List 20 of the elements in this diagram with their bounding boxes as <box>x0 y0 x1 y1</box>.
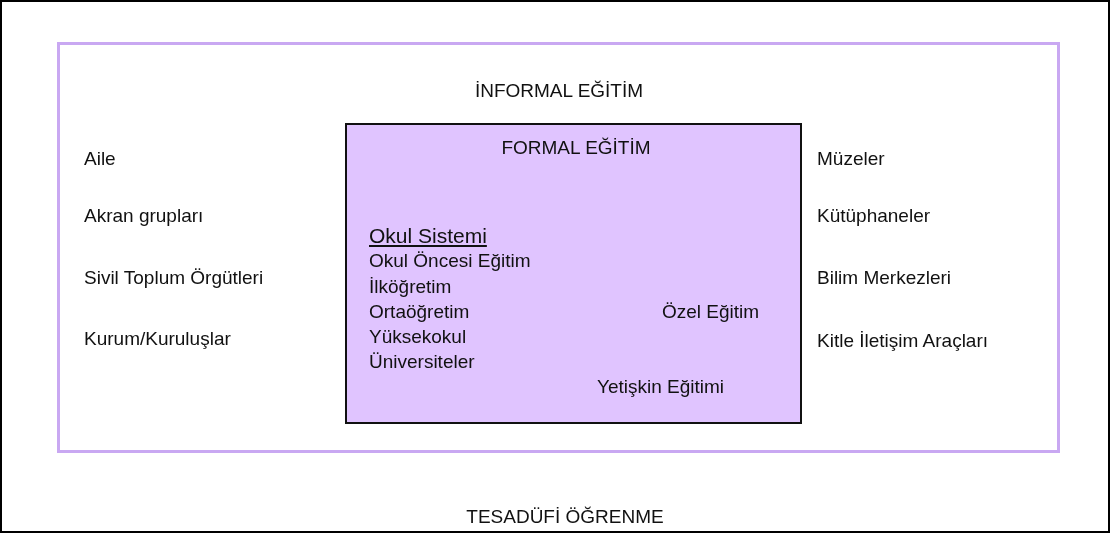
list-item: Müzeler <box>817 148 885 170</box>
list-item: Üniversiteler <box>369 351 475 373</box>
list-item: İlköğretim <box>369 276 452 298</box>
box-title: İNFORMAL EĞİTİM <box>474 80 644 102</box>
list-item: Bilim Merkezleri <box>817 267 952 289</box>
frame-title: TESADÜFİ ÖĞRENME <box>466 506 664 528</box>
list-item: Kurum/Kuruluşlar <box>84 328 231 350</box>
list-item: Okul Öncesi Eğitim <box>369 250 531 272</box>
formal-box <box>345 123 802 424</box>
list-item: Sivil Toplum Örgütleri <box>84 267 264 289</box>
list-item: Kütüphaneler <box>817 205 931 227</box>
list-item: Yüksekokul <box>369 326 467 348</box>
box-title: FORMAL EĞİTİM <box>501 137 651 159</box>
list-item: Ortaöğretim <box>369 301 470 323</box>
list-item: Yetişkin Eğitimi <box>597 376 725 398</box>
list-item: Aile <box>84 148 116 170</box>
informal-box <box>57 42 1060 453</box>
list-item: Akran grupları <box>84 205 204 227</box>
list-heading: Okul Sistemi <box>369 225 487 247</box>
list-item: Özel Eğitim <box>662 301 760 323</box>
